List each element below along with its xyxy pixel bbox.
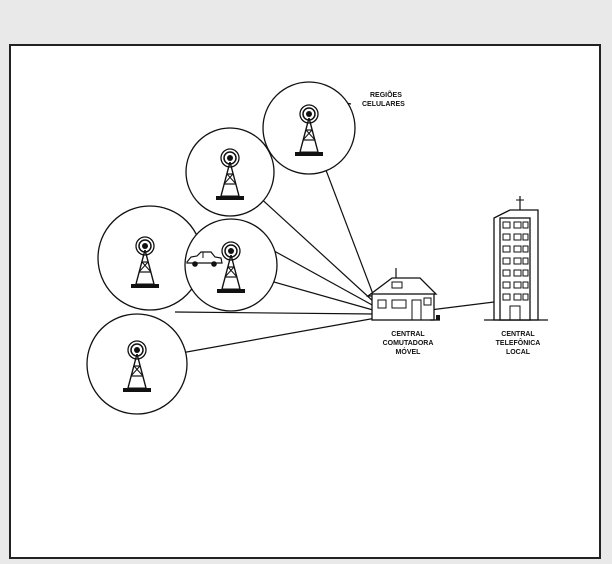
car-icon (186, 251, 223, 267)
label-switch-line1: CENTRAL (391, 331, 425, 338)
link-cell-5 (174, 311, 375, 315)
label-switch-line3: MÓVEL (396, 347, 422, 356)
cell-region-1 (262, 81, 356, 175)
label-regions-line2: CELULARES (362, 101, 405, 108)
switching-center-icon (365, 268, 440, 321)
telephone-building-icon (484, 196, 548, 321)
link-local-exchange (429, 301, 495, 311)
label-local-line2: TELEFÔNICA (496, 338, 541, 347)
label-central-telefonica: CENTRAL TELEFÔNICA LOCAL (496, 331, 541, 356)
label-local-line1: CENTRAL (501, 331, 535, 338)
label-regions-line1: REGIÕES (370, 90, 402, 99)
cell-region-5 (86, 313, 188, 415)
label-local-line3: LOCAL (506, 349, 531, 356)
label-central-comutadora: CENTRAL COMUTADORA MÓVEL (383, 331, 434, 356)
cell-region-4 (184, 218, 278, 312)
label-switch-line2: COMUTADORA (383, 340, 434, 347)
label-regioes-celulares: REGIÕES CELULARES (362, 90, 405, 108)
cell-region-2 (185, 127, 275, 217)
